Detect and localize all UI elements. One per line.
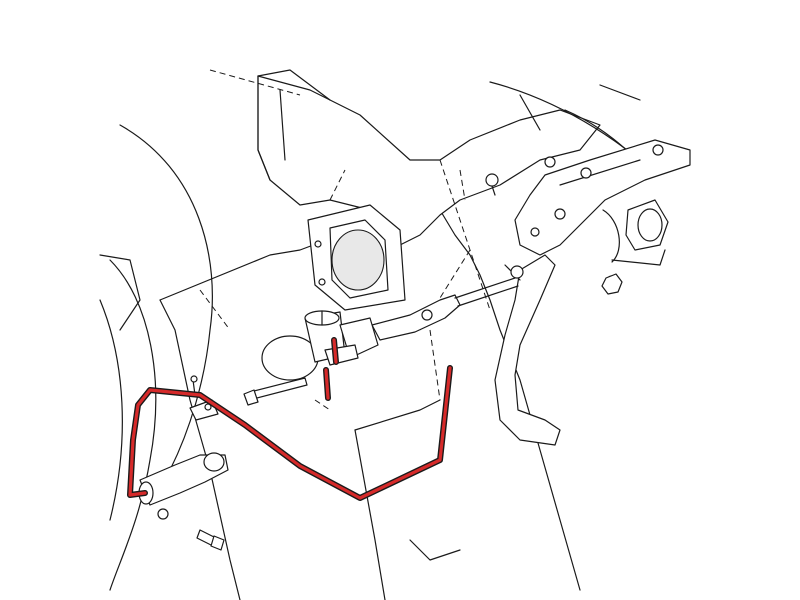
push-rod: [371, 277, 519, 341]
pedal-switch: [602, 199, 669, 266]
mounting-bolt-lower: [196, 529, 225, 551]
wheel-well: [99, 124, 213, 591]
heater-duct: [257, 69, 651, 246]
mounting-bolt-upper: [243, 377, 308, 406]
master-cylinder: [261, 310, 379, 381]
nut: [601, 273, 623, 295]
pedal-bracket: [485, 139, 691, 256]
hydraulic-line: [127, 337, 453, 501]
clutch-pedal: [494, 254, 619, 446]
vent-opening: [307, 204, 406, 311]
slave-cylinder: [138, 452, 229, 520]
hidden-lines: [199, 69, 491, 411]
